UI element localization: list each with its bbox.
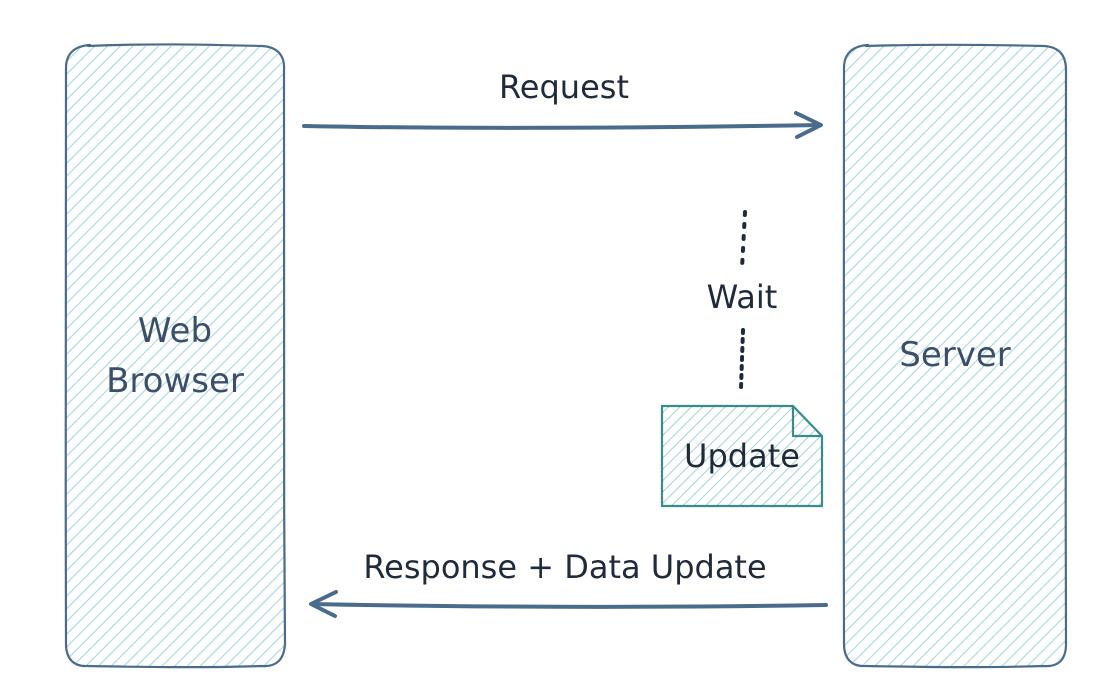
wait-dots-lower xyxy=(739,328,745,390)
update-node[interactable]: Update xyxy=(660,404,824,508)
update-note-fill xyxy=(662,406,822,506)
request-arrowhead xyxy=(794,111,823,139)
update-note-outline xyxy=(660,404,824,508)
web-browser-box xyxy=(66,46,284,666)
web-browser-label-line2: Browser xyxy=(106,361,244,401)
web-browser-outline xyxy=(64,43,287,669)
server-label: Server xyxy=(899,335,1011,375)
request-edge: Request xyxy=(302,68,823,139)
update-note-fold xyxy=(791,406,822,438)
response-label: Response + Data Update xyxy=(363,548,766,586)
server-node[interactable]: Server xyxy=(842,43,1068,669)
response-arrow-line xyxy=(310,602,828,609)
wait-dots-upper xyxy=(740,210,747,270)
update-label: Update xyxy=(684,437,800,475)
web-browser-node[interactable]: Web Browser xyxy=(64,43,287,669)
server-box xyxy=(844,46,1066,666)
wait-edge: Wait xyxy=(707,210,778,390)
web-browser-label-line1: Web xyxy=(138,311,212,351)
request-label: Request xyxy=(499,68,629,106)
server-outline xyxy=(842,43,1068,669)
response-edge: Response + Data Update xyxy=(309,548,828,618)
response-arrowhead xyxy=(309,590,338,618)
wait-label: Wait xyxy=(707,278,778,316)
request-arrow-line xyxy=(302,123,822,130)
